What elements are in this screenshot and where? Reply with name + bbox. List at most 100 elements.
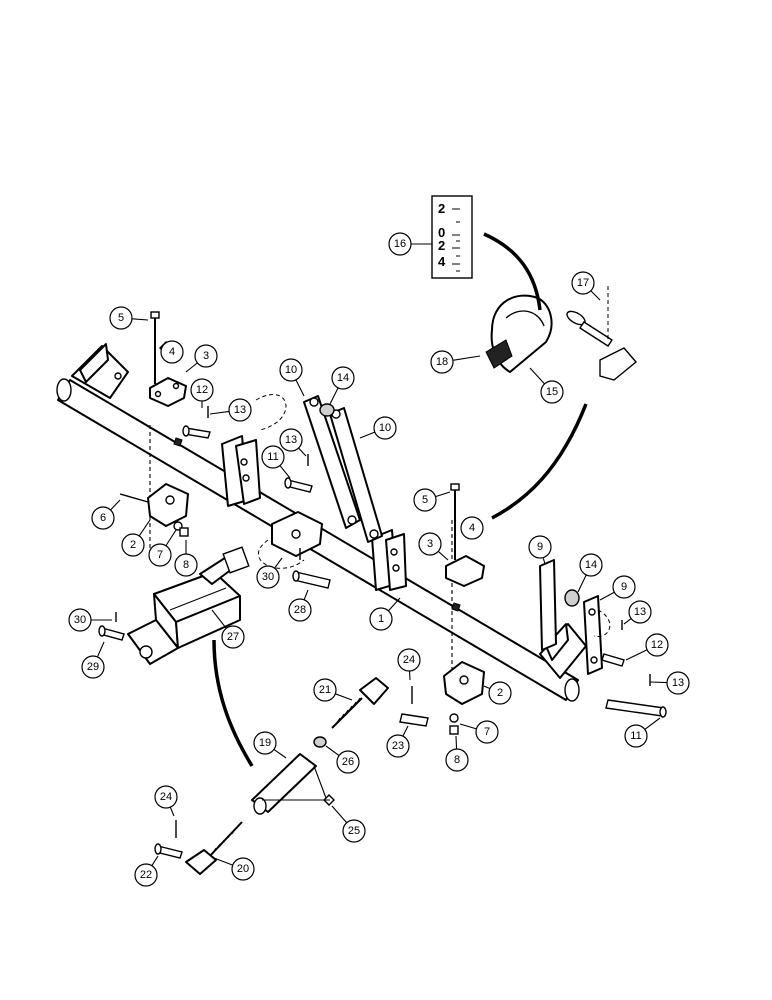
callout-label: 14 bbox=[585, 559, 597, 571]
callout-leader bbox=[402, 725, 409, 737]
link-arm-front bbox=[303, 395, 361, 529]
callout-circle bbox=[194, 344, 218, 368]
callout-label: 4 bbox=[169, 346, 175, 358]
bearing-cap-left bbox=[149, 377, 187, 407]
callout-27: 27 bbox=[211, 609, 245, 649]
callout-12: 12 bbox=[190, 378, 214, 408]
callout-22: 22 bbox=[134, 855, 159, 887]
callout-leader bbox=[435, 491, 451, 498]
callout-label: 20 bbox=[237, 863, 249, 875]
callout-leader bbox=[213, 857, 233, 866]
callout-leader bbox=[437, 550, 449, 561]
callout-circle bbox=[413, 488, 437, 512]
callout-9: 9 bbox=[599, 575, 636, 601]
arm-9-right bbox=[583, 595, 603, 675]
callout-24: 24 bbox=[397, 648, 421, 681]
callout-label: 8 bbox=[183, 559, 189, 571]
callout-label: 13 bbox=[234, 404, 246, 416]
callout-leader bbox=[455, 735, 458, 750]
callout-11: 11 bbox=[624, 717, 661, 748]
callout-circle bbox=[579, 553, 603, 577]
callout-circle bbox=[475, 720, 499, 744]
callout-label: 3 bbox=[203, 350, 209, 362]
left-end-bracket bbox=[71, 343, 129, 399]
callout-label: 6 bbox=[100, 512, 106, 524]
callout-label: 18 bbox=[436, 356, 448, 368]
callout-leader bbox=[110, 499, 121, 511]
callout-circle bbox=[231, 857, 255, 881]
callout-7: 7 bbox=[459, 720, 499, 744]
threaded-rod-21 bbox=[331, 677, 389, 729]
callout-leader bbox=[387, 597, 401, 612]
callout-leader bbox=[452, 355, 481, 361]
callout-leader bbox=[96, 641, 105, 658]
callout-label: 11 bbox=[630, 730, 641, 742]
pin-28 bbox=[292, 570, 331, 589]
link-arm-rear bbox=[329, 407, 383, 543]
callout-circle bbox=[386, 734, 410, 758]
callout-circle bbox=[288, 598, 312, 622]
gauge-pointer bbox=[566, 286, 637, 381]
callout-circle bbox=[148, 543, 172, 567]
callout-1: 1 bbox=[369, 597, 401, 631]
bolt-5-right bbox=[450, 483, 460, 560]
callout-2: 2 bbox=[483, 681, 512, 705]
callout-leader bbox=[644, 717, 661, 730]
callout-circle bbox=[528, 535, 552, 559]
callout-leader bbox=[131, 318, 149, 321]
callout-label: 3 bbox=[427, 538, 433, 550]
callout-12: 12 bbox=[625, 633, 669, 661]
callout-circle bbox=[256, 565, 280, 589]
callout-circle bbox=[645, 633, 669, 657]
callout-circle bbox=[228, 398, 252, 422]
callout-label: 10 bbox=[285, 364, 297, 376]
gauge-mark-1: 0 bbox=[438, 225, 445, 240]
callout-leader bbox=[625, 649, 648, 661]
callout-label: 22 bbox=[140, 869, 152, 881]
callout-label: 12 bbox=[651, 639, 663, 651]
callout-13: 13 bbox=[649, 671, 690, 695]
callout-circle bbox=[373, 416, 397, 440]
callout-leader bbox=[623, 618, 632, 625]
callout-label: 25 bbox=[348, 825, 360, 837]
callout-label: 9 bbox=[621, 581, 627, 593]
callout-23: 23 bbox=[386, 725, 410, 758]
callout-26: 26 bbox=[325, 745, 360, 774]
callout-label: 30 bbox=[262, 571, 274, 583]
callout-19: 19 bbox=[253, 731, 287, 759]
callout-5: 5 bbox=[413, 488, 451, 512]
callout-leader bbox=[329, 387, 339, 405]
pin-11-right bbox=[605, 699, 667, 718]
callout-leader bbox=[295, 379, 305, 397]
callout-leader bbox=[151, 855, 159, 866]
callout-circle bbox=[134, 863, 158, 887]
callout-circle bbox=[397, 648, 421, 672]
clevis-block bbox=[258, 511, 323, 569]
callout-8: 8 bbox=[445, 735, 469, 772]
callout-leader bbox=[649, 681, 668, 684]
callout-leader bbox=[138, 519, 151, 537]
callout-leader bbox=[599, 591, 615, 601]
callout-10: 10 bbox=[279, 358, 305, 397]
callout-label: 26 bbox=[342, 756, 354, 768]
callout-circle bbox=[336, 750, 360, 774]
callout-4: 4 bbox=[160, 340, 184, 364]
callout-6: 6 bbox=[91, 499, 121, 530]
callout-label: 29 bbox=[87, 661, 99, 673]
callout-16: 16 bbox=[388, 232, 432, 256]
callout-3: 3 bbox=[418, 532, 449, 561]
bolt-6 bbox=[119, 493, 149, 503]
callout-label: 10 bbox=[379, 422, 391, 434]
callout-circle bbox=[331, 366, 355, 390]
callout-leader bbox=[185, 362, 198, 373]
threaded-rod-20 bbox=[185, 821, 243, 875]
bearing-base-right bbox=[443, 661, 485, 705]
pin-12-left bbox=[182, 425, 211, 439]
callout-24: 24 bbox=[154, 785, 178, 817]
callout-leader bbox=[209, 410, 230, 415]
callout-3: 3 bbox=[185, 344, 218, 373]
bushing-14-right bbox=[564, 589, 580, 607]
callout-leader bbox=[359, 431, 375, 439]
bearing-cap-right bbox=[445, 555, 485, 587]
bearing-base-left bbox=[147, 483, 189, 527]
